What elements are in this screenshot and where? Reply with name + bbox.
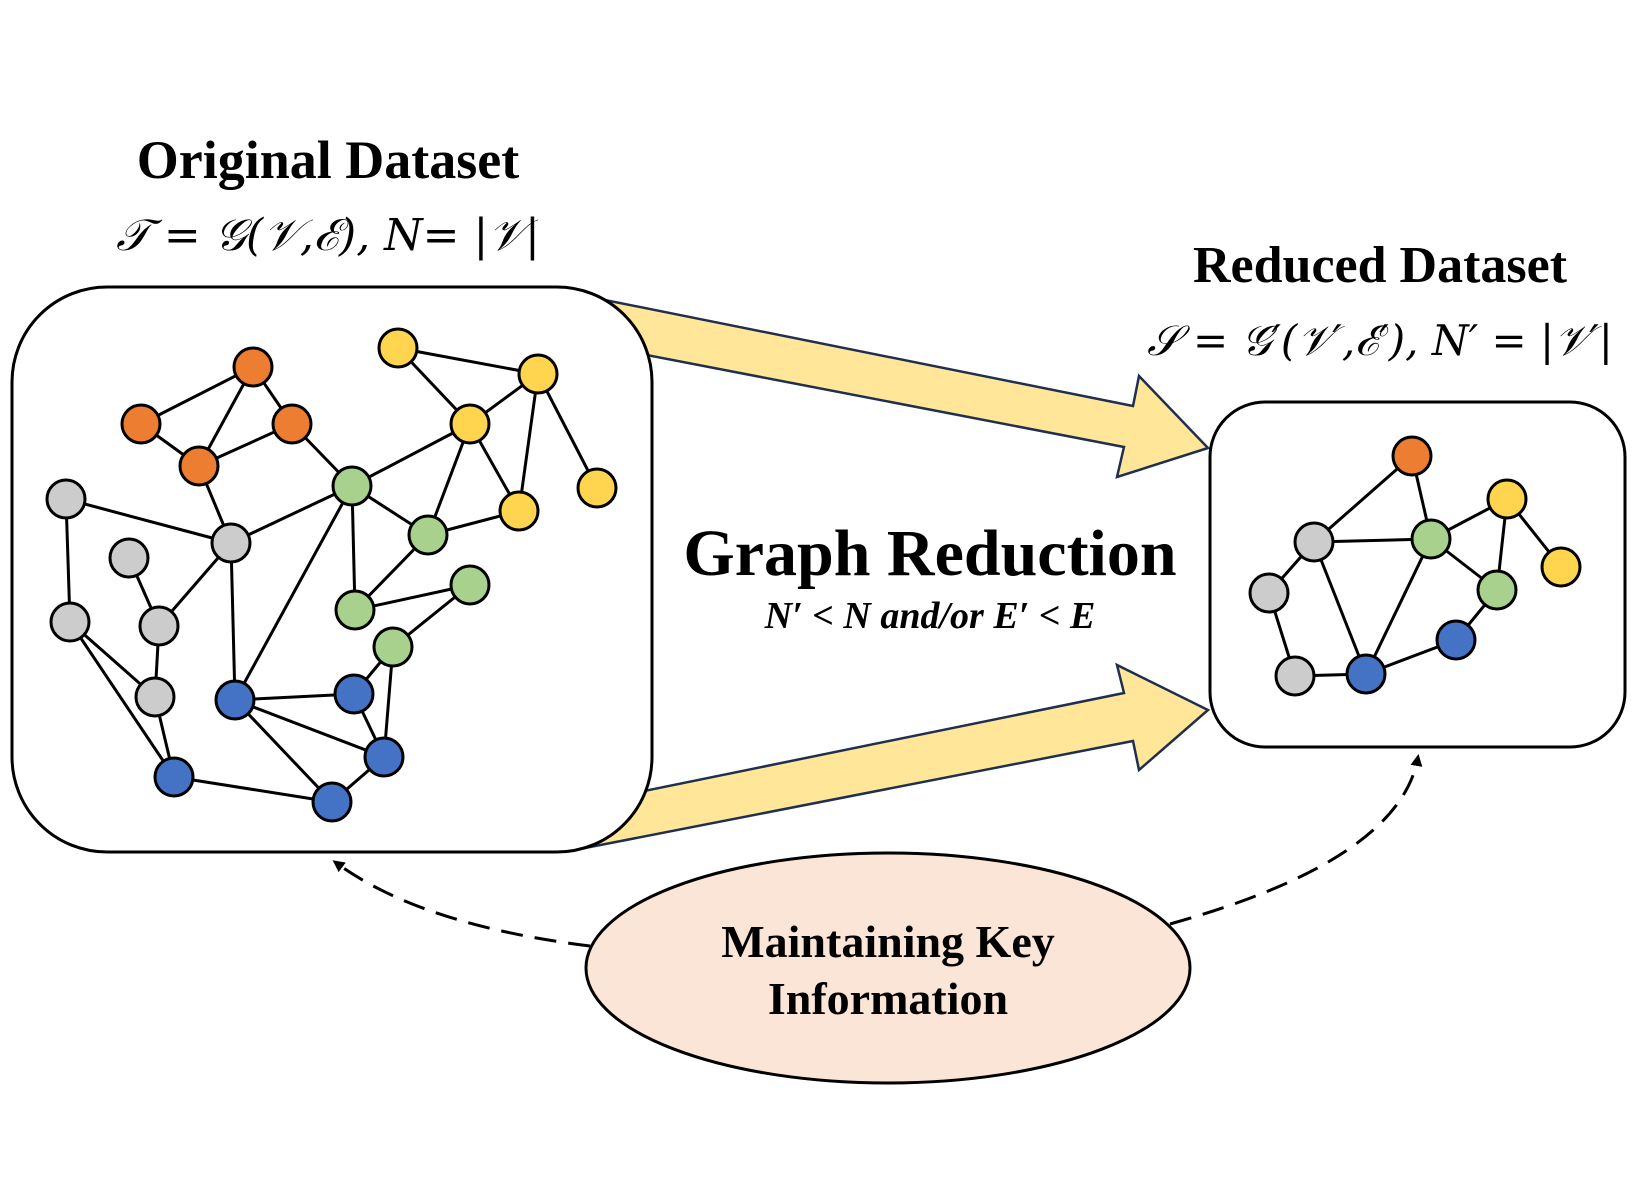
original-node-orange-o2 — [120, 403, 162, 445]
original-node-gray-a6 — [134, 676, 176, 718]
original-node-gray-a4 — [49, 601, 91, 643]
original-node-green-g2 — [407, 514, 449, 556]
original-node-blue-b4 — [363, 736, 405, 778]
original-edge-a2-b2 — [229, 542, 237, 701]
reduced-dataset-title: Reduced Dataset — [1193, 237, 1568, 294]
reduced-dataset-formula: 𝒮 = 𝒢′(𝒱′,ℰ′), N′ = |𝒱′| — [1147, 316, 1613, 365]
original-node-green-g4 — [449, 564, 491, 606]
reduced-edge-ro-ra1 — [1313, 454, 1413, 544]
original-edge-a1-a2 — [65, 497, 232, 545]
upper-flow-arrow — [583, 294, 1211, 479]
reduced-node-green-rg2 — [1476, 569, 1518, 611]
reduced-node-gray-ra2 — [1248, 572, 1290, 614]
original-node-gray-a3 — [108, 537, 150, 579]
original-node-green-g3 — [334, 589, 376, 631]
original-edge-o1-o2 — [140, 365, 254, 426]
original-edge-g1-b2 — [233, 485, 354, 701]
original-node-blue-b2 — [214, 679, 256, 721]
original-edge-b2-b4 — [234, 698, 385, 759]
graph-reduction-title: Graph Reduction — [683, 517, 1176, 590]
original-node-green-g1 — [331, 465, 373, 507]
original-edge-g1-g3 — [350, 485, 357, 611]
reduced-graph-nodes — [1248, 435, 1582, 697]
original-node-gray-a1 — [45, 478, 87, 520]
key-information-line2: Information — [768, 973, 1008, 1024]
original-node-blue-b1 — [153, 756, 195, 798]
dashed-arrow-to-original — [332, 860, 591, 948]
reduced-node-gray-ra1 — [1293, 521, 1335, 563]
original-node-yellow-y4 — [498, 490, 540, 532]
original-edge-y3-g1 — [351, 422, 471, 488]
reduced-node-yellow-ry2 — [1540, 546, 1582, 588]
reduced-node-gray-ra3 — [1274, 655, 1316, 697]
original-node-yellow-y3 — [449, 403, 491, 445]
reduced-node-green-rg1 — [1410, 518, 1452, 560]
original-edge-y1-y2 — [397, 346, 539, 376]
original-graph-nodes — [45, 327, 618, 823]
original-node-yellow-y5 — [576, 467, 618, 509]
reduced-node-yellow-ry1 — [1486, 478, 1528, 520]
original-node-green-g5 — [372, 626, 414, 668]
original-node-orange-o4 — [271, 403, 313, 445]
original-node-blue-b3 — [333, 673, 375, 715]
graph-reduction-condition: N′ < N and/or E′ < E — [764, 595, 1096, 637]
original-edge-a1-a4 — [64, 498, 72, 623]
key-information-ellipse — [584, 851, 1192, 1085]
lower-flow-arrow — [583, 662, 1211, 850]
original-node-yellow-y2 — [517, 353, 559, 395]
original-node-yellow-y1 — [377, 327, 419, 369]
original-edge-a2-g1 — [230, 484, 353, 545]
original-dataset-formula: 𝒯 = 𝒢(𝒱,ℰ), N= |𝒱| — [116, 210, 540, 261]
reduced-node-blue-rb2 — [1435, 619, 1477, 661]
dashed-arrow-to-reduced — [1169, 754, 1423, 926]
original-dataset-title: Original Dataset — [137, 130, 519, 190]
original-edge-b1-b5 — [173, 775, 333, 804]
original-node-gray-a5 — [138, 605, 180, 647]
reduced-edge-rg1-rb1 — [1364, 538, 1433, 675]
original-edge-y2-y4 — [517, 373, 540, 512]
original-node-orange-o3 — [178, 445, 220, 487]
reduced-edge-ra1-rb1 — [1312, 541, 1368, 675]
original-edge-a4-b1 — [68, 621, 176, 778]
original-node-orange-o1 — [232, 346, 274, 388]
original-edge-y2-y5 — [536, 373, 599, 489]
original-node-blue-b5 — [311, 781, 353, 823]
reduced-node-orange-ro — [1391, 435, 1433, 477]
original-edge-b2-b5 — [233, 698, 334, 804]
reduced-node-blue-rb1 — [1345, 653, 1387, 695]
key-information-line1: Maintaining Key — [721, 916, 1055, 967]
original-node-gray-a2 — [210, 522, 252, 564]
original-dataset-box — [10, 285, 654, 854]
